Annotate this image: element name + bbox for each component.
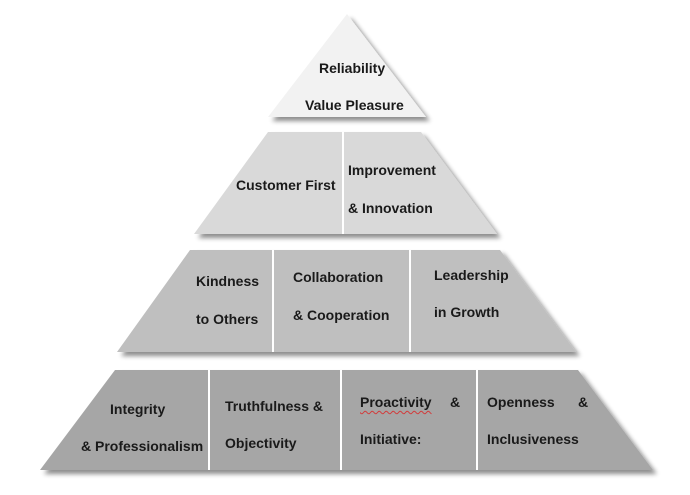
- kindness-label-line-1: Kindness: [196, 273, 260, 289]
- top-cell-line-2: Value Pleasure: [305, 97, 404, 113]
- pyramid-tier-second: [194, 132, 497, 234]
- truthfulness-label-line-2: Objectivity: [225, 435, 297, 451]
- proactivity-ampersand: &: [450, 394, 461, 410]
- kindness-label-line-2: to Others: [196, 311, 259, 327]
- leadership-label-line-1: Leadership: [434, 267, 509, 283]
- top-cell-line-1: Reliability: [319, 60, 386, 76]
- truthfulness-label-line-1: Truthfulness &: [225, 398, 324, 414]
- customer-first-label: Customer First: [236, 177, 336, 193]
- openness-ampersand: &: [578, 394, 589, 410]
- proactivity-label-line-1: Proactivity: [360, 394, 432, 410]
- integrity-label-line-2: & Professionalism: [81, 438, 204, 454]
- collaboration-label-line-1: Collaboration: [293, 269, 384, 285]
- collaboration-label-line-2: & Cooperation: [293, 307, 390, 323]
- pyramid-tier-third: [117, 250, 576, 352]
- pyramid-tier-bottom: [40, 370, 653, 470]
- integrity-label-line-1: Integrity: [110, 401, 166, 417]
- leadership-label-line-2: in Growth: [434, 304, 500, 320]
- pyramid-tier-top: [268, 14, 426, 117]
- improvement-label-line-2: & Innovation: [348, 200, 433, 216]
- proactivity-label-line-2: Initiative:: [360, 431, 422, 447]
- openness-label-line-2: Inclusiveness: [487, 431, 579, 447]
- improvement-label-line-1: Improvement: [348, 162, 436, 178]
- openness-label-line-1: Openness: [487, 394, 555, 410]
